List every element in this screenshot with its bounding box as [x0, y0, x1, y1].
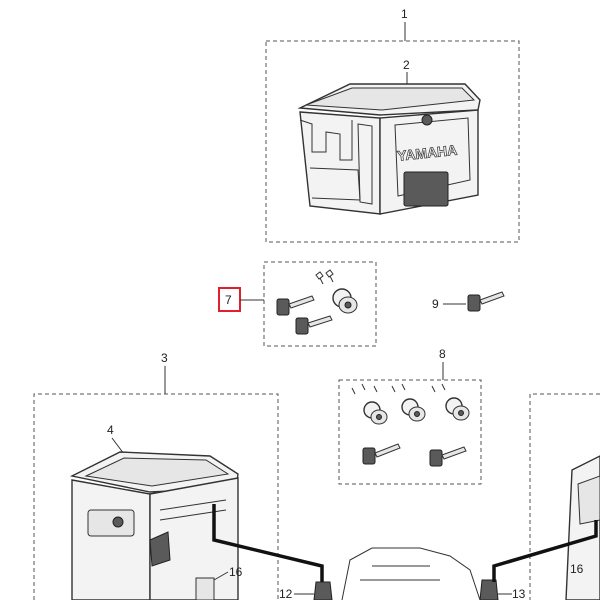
group-7-frame [263, 261, 377, 347]
callout-13[interactable]: 13 [512, 587, 526, 600]
motorcycle-outline [313, 547, 499, 600]
group-3-side-case: 3 4 16 12 [33, 351, 324, 600]
callout-12[interactable]: 12 [279, 587, 293, 600]
key-icon [362, 443, 401, 465]
callout-8[interactable]: 8 [439, 347, 446, 361]
screws-icon [315, 269, 334, 285]
right-side-case-group: 16 13 [492, 393, 600, 600]
callout-7[interactable]: 7 [225, 293, 232, 307]
mounting-arrow [212, 504, 324, 584]
mounting-arrow [492, 520, 598, 582]
side-case-illustration [565, 455, 600, 600]
callout-16-left[interactable]: 16 [229, 565, 243, 579]
group-3-frame [33, 393, 279, 600]
key-icon [429, 446, 467, 467]
lock-cylinder-icon [332, 288, 358, 314]
group-1-frame [265, 40, 520, 243]
group-8-frame [338, 379, 482, 485]
callout-1[interactable]: 1 [401, 7, 408, 21]
part-9-key: 9 [432, 291, 505, 312]
lock-cylinder-icon [401, 398, 426, 422]
side-case-illustration [69, 451, 239, 600]
callout-9[interactable]: 9 [432, 297, 439, 311]
key-icon [295, 315, 333, 335]
group-7-key-set: 7 [218, 261, 377, 347]
group-1-top-case: 1 2 YAMAHA [265, 7, 520, 243]
callout-2[interactable]: 2 [403, 58, 410, 72]
screws-icon [351, 383, 446, 395]
key-icon [276, 295, 315, 316]
callout-3[interactable]: 3 [161, 351, 168, 365]
key-icon [467, 291, 505, 312]
right-group-frame [529, 393, 600, 600]
lock-cylinder-icon [363, 401, 388, 425]
lock-cylinder-icon [445, 397, 470, 421]
emblem-text: YAMAHA [396, 142, 457, 164]
top-case-illustration: YAMAHA [297, 83, 481, 215]
group-8-lock-set: 8 [338, 347, 482, 485]
callout-16-right[interactable]: 16 [570, 562, 584, 576]
callout-4[interactable]: 4 [107, 423, 114, 437]
